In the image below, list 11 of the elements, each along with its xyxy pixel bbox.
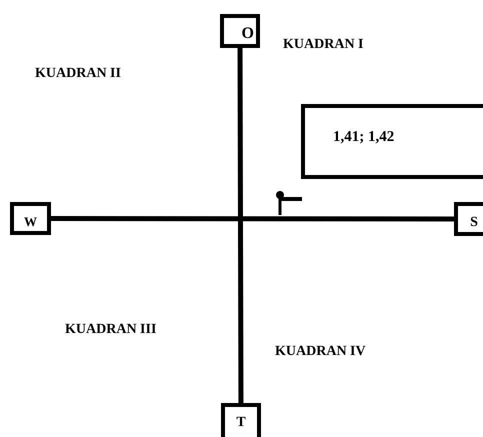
direction-box: W [10,202,51,235]
quadrant-label: KUADRAN I [283,37,364,53]
value-box: 1,41; 1,42 [301,104,483,179]
axis-line [238,48,244,403]
axis-line [51,216,454,222]
quadrant-label: KUADRAN III [65,322,156,338]
direction-box: S [454,202,483,236]
quadrant-label: KUADRAN II [35,66,121,82]
direction-box: T [221,403,261,437]
quadrant-label: KUADRAN IV [275,344,366,360]
direction-box: O [220,14,260,48]
